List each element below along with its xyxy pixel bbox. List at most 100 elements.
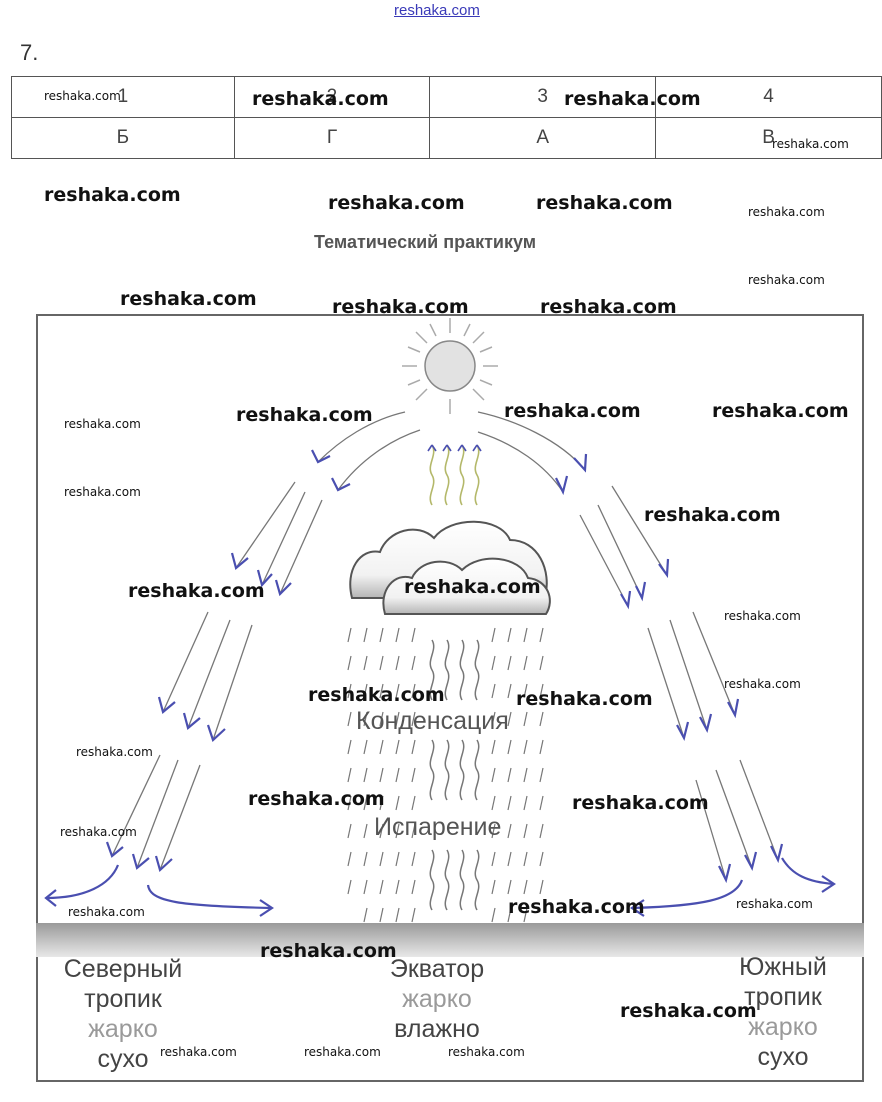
ground-flow-arrows [44, 857, 836, 917]
watermark: reshaka.com [748, 205, 825, 219]
rain-streak [395, 711, 400, 727]
site-link[interactable]: reshaka.com [394, 2, 480, 19]
rain-streak [379, 655, 384, 671]
sun-icon [402, 318, 498, 414]
rain-streak [363, 655, 368, 671]
rain-streak [523, 627, 528, 643]
rain-streak [379, 711, 384, 727]
task-number: 7. [20, 40, 39, 65]
region-name: Экватор [389, 955, 485, 983]
watermark: reshaka.com [404, 576, 541, 598]
vapour-waves-top [427, 444, 482, 506]
rain-streak [411, 683, 416, 699]
rain-streak [491, 823, 496, 839]
rain-streak [507, 823, 512, 839]
rain-streak [523, 823, 528, 839]
rain-streak [363, 739, 368, 755]
table-cell: А [429, 117, 657, 159]
rain-streak [347, 655, 352, 671]
rain-streak [411, 795, 416, 811]
watermark: reshaka.com [60, 825, 137, 839]
watermark: reshaka.com [252, 88, 389, 110]
watermark: reshaka.com [44, 184, 181, 206]
section-title: Тематический практикум [314, 232, 537, 252]
rain-streak [539, 879, 544, 895]
arrow-heads [105, 449, 784, 884]
rain-streak [395, 767, 400, 783]
ground-band [36, 923, 864, 957]
region-temperature: жарко [748, 1013, 818, 1041]
region-north-tropic: Северный тропик жарко сухо [48, 954, 198, 1074]
watermark: reshaka.com [540, 296, 677, 318]
watermark: reshaka.com [64, 417, 141, 431]
region-humidity: влажно [394, 1015, 480, 1043]
airflow-arrows [111, 411, 779, 881]
rain-streak [347, 739, 352, 755]
watermark: reshaka.com [736, 897, 813, 911]
rain-streak [363, 683, 368, 699]
rain-streak [395, 739, 400, 755]
rain-streak [379, 683, 384, 699]
rain-streak [491, 907, 496, 923]
rain-streak [491, 655, 496, 671]
rain-streak [363, 767, 368, 783]
rain-streak [395, 851, 400, 867]
region-name: Северный [63, 955, 183, 983]
watermark: reshaka.com [128, 580, 265, 602]
region-humidity: сухо [757, 1043, 809, 1071]
rain-streak [523, 879, 528, 895]
rain-streak [379, 739, 384, 755]
rain-streak [523, 795, 528, 811]
rain-streak [491, 767, 496, 783]
rain-streak [507, 627, 512, 643]
rain-streak [507, 655, 512, 671]
cloud-icon [349, 520, 551, 615]
rain-streak [491, 739, 496, 755]
rain-streak [347, 879, 352, 895]
watermark: reshaka.com [536, 192, 673, 214]
rain-streak [347, 767, 352, 783]
rain-streak [411, 627, 416, 643]
table-cell: В [655, 117, 882, 159]
rain-streak [507, 739, 512, 755]
rain-streak [347, 683, 352, 699]
watermark: reshaka.com [260, 940, 397, 962]
rain-streak [539, 795, 544, 811]
rain-streak [379, 795, 384, 811]
rain-streak [507, 795, 512, 811]
watermark: reshaka.com [304, 1045, 381, 1059]
rain-streak [491, 879, 496, 895]
region-humidity: сухо [97, 1045, 149, 1073]
region-equator: Экватор жарко влажно [362, 954, 512, 1044]
rain-streak [347, 627, 352, 643]
rain-streak [363, 711, 368, 727]
rain-streak [379, 851, 384, 867]
evaporation-label: Испарение [374, 813, 502, 841]
rain-streak [539, 683, 544, 699]
watermark: reshaka.com [620, 1000, 757, 1022]
rain-streak [523, 711, 528, 727]
rain-streak [411, 711, 416, 727]
rain-streak [539, 655, 544, 671]
rain-streak [523, 683, 528, 699]
rain-streak [411, 823, 416, 839]
watermark: reshaka.com [724, 609, 801, 623]
table-cell: Б [11, 117, 235, 159]
rain-streak [523, 739, 528, 755]
rain-streak [491, 627, 496, 643]
rain-streak [395, 655, 400, 671]
watermark: reshaka.com [64, 485, 141, 499]
rain-streak [507, 711, 512, 727]
rain-streak [347, 823, 352, 839]
region-name: Южный [739, 953, 827, 981]
rain-streak [539, 851, 544, 867]
region-south-tropic: Южный тропик жарко сухо [708, 952, 858, 1072]
answer-table: 1 2 3 4 Б Г А В [11, 76, 882, 159]
rain-streak [363, 823, 368, 839]
rain-streak [507, 767, 512, 783]
watermark: reshaka.com [724, 677, 801, 691]
watermark: reshaka.com [564, 88, 701, 110]
table-row: Б Г А В [11, 117, 882, 159]
watermark: reshaka.com [160, 1045, 237, 1059]
